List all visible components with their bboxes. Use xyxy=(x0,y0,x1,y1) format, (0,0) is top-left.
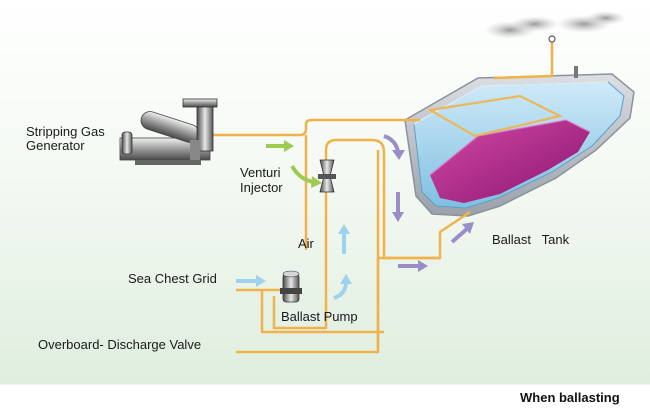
ballast-pump-label: Ballast Pump xyxy=(281,309,358,324)
diagram-caption: When ballasting xyxy=(520,390,620,405)
stripping-gas-generator-label-line1: Stripping Gas xyxy=(26,124,105,139)
air-label: Air xyxy=(298,236,314,251)
venturi-injector-label-line1: Venturi xyxy=(240,165,281,180)
pipe-network xyxy=(212,118,471,354)
stripping-gas-generator-label-line2: Generator xyxy=(26,138,85,153)
ballast-tank-label: Ballast Tank xyxy=(492,232,570,247)
gas-supply-pipe xyxy=(212,118,420,137)
sea-chest-grid-label: Sea Chest Grid xyxy=(128,271,217,286)
ballast-tank xyxy=(404,73,635,217)
stripping-gas-generator xyxy=(119,98,218,165)
venturi-injector-label-line2: Injector xyxy=(240,180,283,195)
flow-arrows xyxy=(236,134,474,300)
overboard-discharge-valve-label: Overboard- Discharge Valve xyxy=(38,337,202,352)
ballast-liquid xyxy=(430,120,590,203)
venturi-injector xyxy=(318,159,336,193)
ballast-pump xyxy=(280,270,302,303)
vent-stack xyxy=(484,11,626,80)
pump-bypass-pipe xyxy=(272,192,328,330)
venturi-loop-pipe xyxy=(324,138,386,258)
